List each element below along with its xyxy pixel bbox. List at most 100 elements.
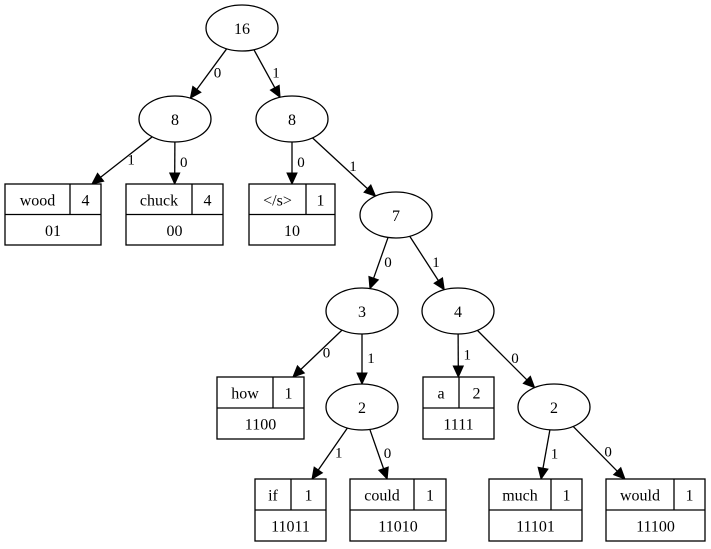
tree-node-n2a: 2 xyxy=(325,383,399,431)
edge-bit-label: 1 xyxy=(335,446,343,462)
tree-node-nR8: 8 xyxy=(255,95,329,143)
leaf-code: 01 xyxy=(45,223,61,240)
leaf-word: could xyxy=(364,488,400,505)
tree-node-n2b: 2 xyxy=(517,383,591,431)
node-ellipse xyxy=(517,383,591,431)
leaf-code: 1100 xyxy=(245,417,276,434)
leaf-count: 4 xyxy=(82,192,90,209)
leaf-code: 1111 xyxy=(443,417,473,434)
leaf-count: 1 xyxy=(317,192,325,209)
node-ellipse xyxy=(325,287,399,335)
leaf-much: much 1 11101 xyxy=(488,478,583,542)
edge-nR8-n7: 1 xyxy=(312,137,377,197)
node-ellipse xyxy=(325,383,399,431)
edge-line xyxy=(312,137,368,190)
leaf-code: 11010 xyxy=(378,519,417,536)
leaf-word: much xyxy=(502,488,538,505)
edge-n16-nR8: 1 xyxy=(253,49,281,99)
edge-bit-label: 0 xyxy=(604,445,612,461)
node-weight-label: 3 xyxy=(358,304,366,321)
edge-n4-a: 1 xyxy=(452,333,471,379)
arrow-head xyxy=(368,275,380,290)
edge-line xyxy=(196,48,228,90)
edge-bit-label: 0 xyxy=(384,446,392,462)
node-ellipse xyxy=(255,95,329,143)
node-weight-label: 16 xyxy=(234,21,250,38)
leaf-count: 1 xyxy=(686,488,694,505)
arrow-head xyxy=(377,466,389,481)
edge-n4-n2b: 0 xyxy=(476,329,536,389)
edge-nL8-wood: 1 xyxy=(91,136,153,185)
edge-nL8-chuck: 0 xyxy=(168,141,188,186)
leaf-code: 11101 xyxy=(516,519,555,536)
edge-n7-n4: 1 xyxy=(409,235,445,291)
edge-bit-label: 0 xyxy=(511,351,519,367)
leaf-could: could 1 11010 xyxy=(349,478,447,542)
leaf-code: 10 xyxy=(284,223,300,240)
node-ellipse xyxy=(359,191,433,239)
arrow-head xyxy=(522,375,536,389)
leaf-code: 11100 xyxy=(636,519,675,536)
edge-line xyxy=(317,427,348,471)
leaf-code: 11011 xyxy=(271,519,310,536)
edge-bit-label: 1 xyxy=(367,351,375,367)
edge-bit-label: 0 xyxy=(180,155,188,171)
edge-bit-label: 0 xyxy=(297,155,305,171)
edge-line xyxy=(300,329,343,370)
arrow-head xyxy=(433,276,445,291)
leaf-wood: wood 4 01 xyxy=(4,183,102,246)
arrow-head xyxy=(363,184,377,197)
tree-node-n7: 7 xyxy=(359,191,433,239)
leaf-eos: </s> 1 10 xyxy=(248,183,336,246)
arrow-head xyxy=(452,365,465,379)
arrow-head xyxy=(168,172,181,186)
leaf-word: </s> xyxy=(263,192,292,209)
edge-bit-label: 1 xyxy=(463,347,471,363)
arrow-head xyxy=(189,85,202,100)
arrow-head xyxy=(356,372,368,386)
edge-line xyxy=(572,426,618,472)
node-ellipse xyxy=(421,287,495,335)
edge-n3-how: 0 xyxy=(292,329,343,378)
arrow-head xyxy=(286,172,298,186)
arrow-head xyxy=(537,466,549,481)
leaf-word: if xyxy=(268,488,278,505)
arrow-head xyxy=(269,84,281,99)
edge-nR8-eos: 0 xyxy=(286,142,305,186)
edge-bit-label: 1 xyxy=(272,66,280,82)
tree-node-n4: 4 xyxy=(421,287,495,335)
edge-line xyxy=(100,136,153,178)
edge-n2a-if: 1 xyxy=(311,427,348,480)
edge-bit-label: 0 xyxy=(384,255,392,271)
leaf-count: 1 xyxy=(426,488,434,505)
leaf-count: 1 xyxy=(563,488,571,505)
node-weight-label: 4 xyxy=(454,304,462,321)
tree-node-n3: 3 xyxy=(325,287,399,335)
leaf-word: wood xyxy=(20,192,56,209)
leaf-code: 00 xyxy=(167,223,183,240)
leaf-word: chuck xyxy=(140,192,178,209)
node-weight-label: 8 xyxy=(288,112,296,129)
edge-bit-label: 0 xyxy=(214,66,222,82)
edge-n7-n3: 0 xyxy=(368,237,392,290)
edge-line xyxy=(542,429,551,469)
edge-n2a-could: 0 xyxy=(369,429,392,481)
leaf-word: would xyxy=(620,488,660,505)
edge-line xyxy=(373,237,389,279)
edge-bit-label: 1 xyxy=(127,152,135,168)
node-ellipse xyxy=(205,4,279,52)
arrow-head xyxy=(612,466,626,480)
node-weight-label: 2 xyxy=(358,400,366,417)
tree-node-n16: 16 xyxy=(205,4,279,52)
tree-node-nL8: 8 xyxy=(138,95,212,143)
edge-line xyxy=(409,235,439,281)
edge-n2b-much: 1 xyxy=(537,429,558,481)
edge-line xyxy=(369,429,385,469)
leaf-count: 1 xyxy=(285,386,293,403)
edge-line xyxy=(476,329,528,381)
edge-bit-label: 0 xyxy=(323,346,331,362)
